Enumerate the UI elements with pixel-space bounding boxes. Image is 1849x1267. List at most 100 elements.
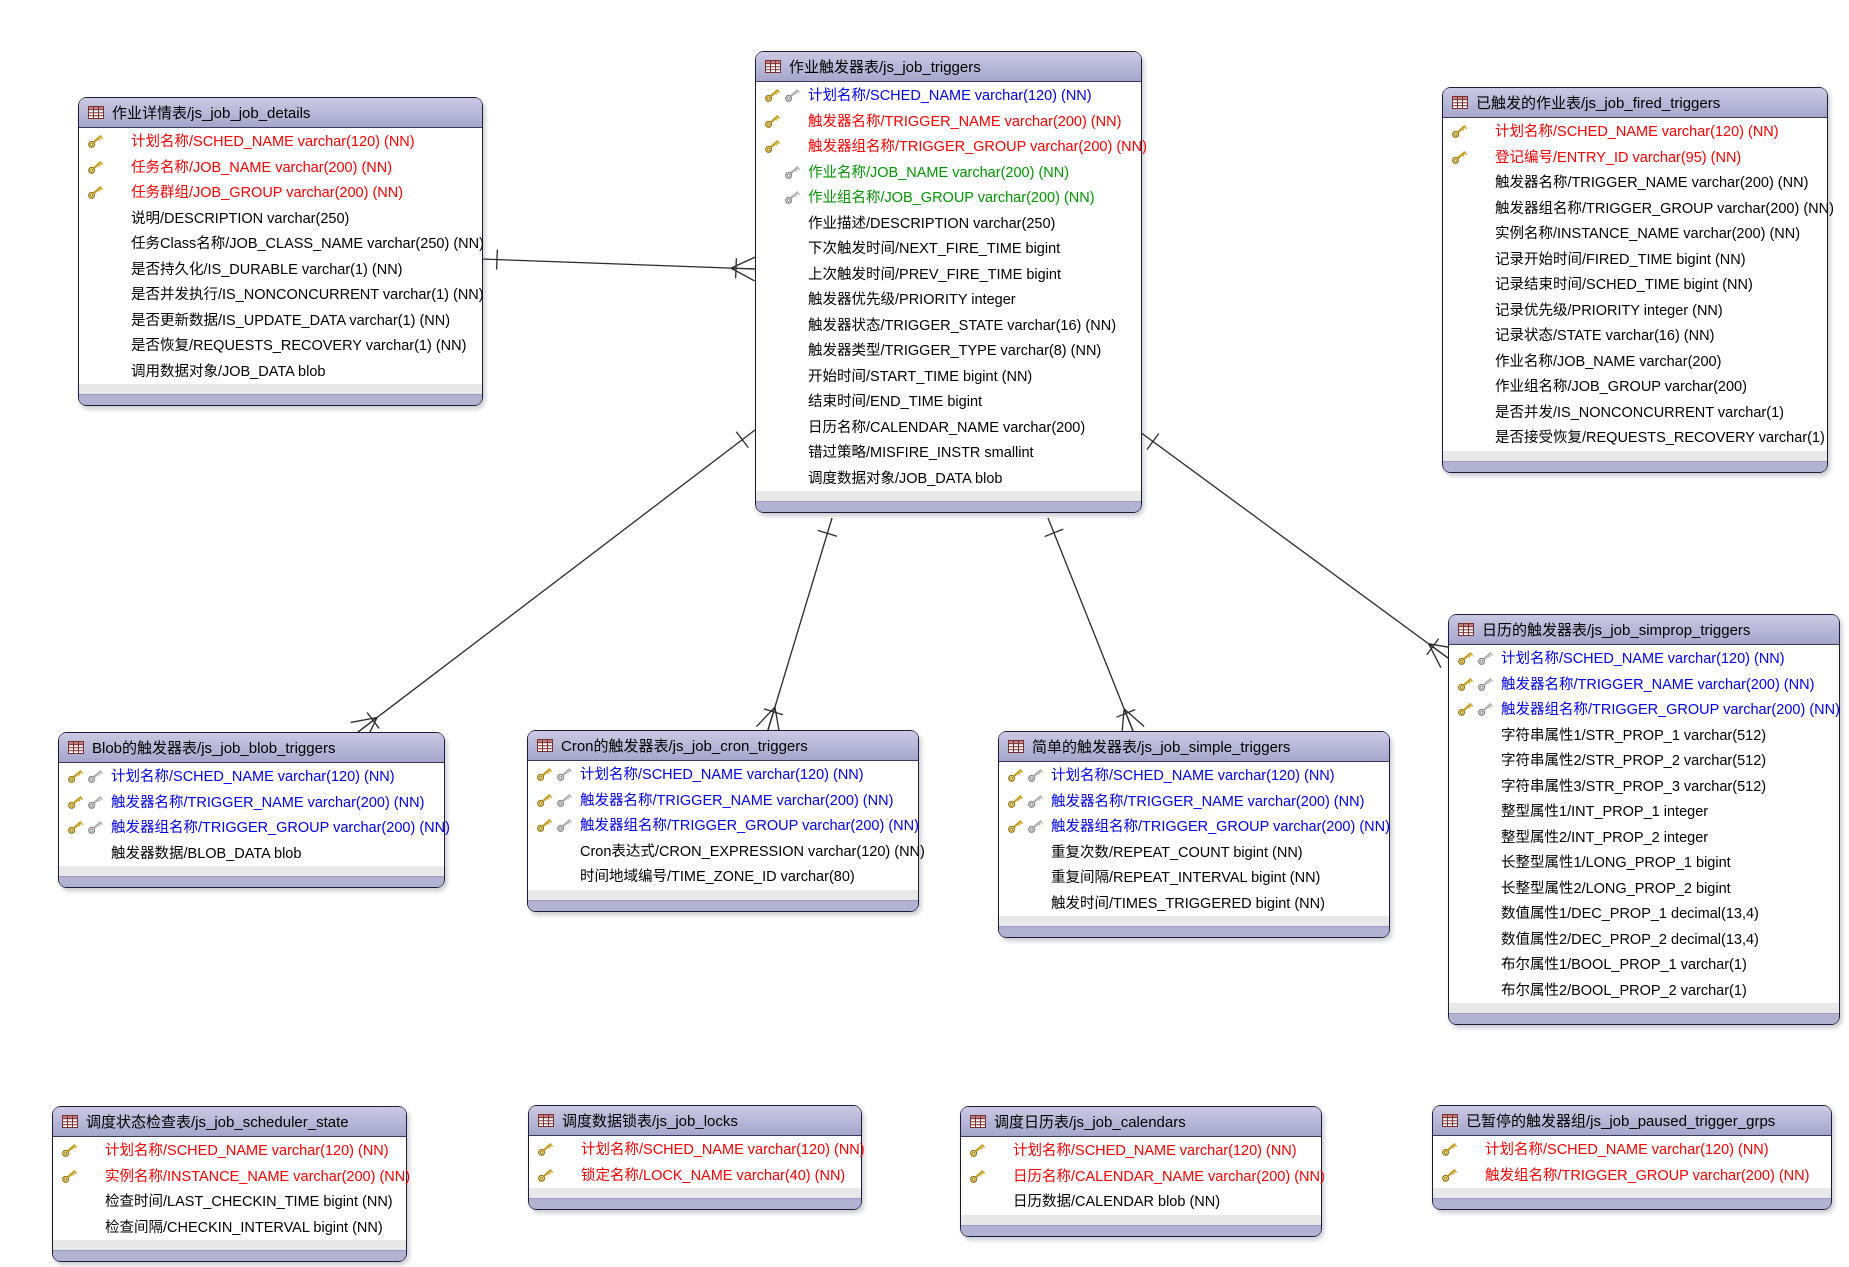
table-field-row[interactable]: 作业组名称/JOB_GROUP varchar(200) (NN) [756, 185, 1141, 211]
table-field-row[interactable]: 触发器优先级/PRIORITY integer [756, 287, 1141, 313]
table-field-row[interactable]: 触发器组名称/TRIGGER_GROUP varchar(200) (NN) [528, 813, 919, 839]
table-field-row[interactable]: 计划名称/SCHED_NAME varchar(120) (NN) [53, 1138, 406, 1164]
table-field-row[interactable]: 是否并发/IS_NONCONCURRENT varchar(1) [1443, 400, 1827, 426]
table-header-js_job_locks[interactable]: 调度数据锁表/js_job_locks [529, 1106, 861, 1136]
table-field-row[interactable]: 日历名称/CALENDAR_NAME varchar(200) (NN) [961, 1164, 1325, 1190]
table-field-row[interactable]: 任务名称/JOB_NAME varchar(200) (NN) [79, 155, 482, 181]
table-field-row[interactable]: 计划名称/SCHED_NAME varchar(120) (NN) [1433, 1137, 1831, 1163]
table-field-row[interactable]: 触发器名称/TRIGGER_NAME varchar(200) (NN) [999, 789, 1389, 815]
table-field-row[interactable]: 触发时间/TIMES_TRIGGERED bigint (NN) [999, 891, 1389, 917]
relationship-line-js_job_job_details-to-js_job_triggers[interactable] [480, 249, 756, 282]
table-field-row[interactable]: 时间地域编号/TIME_ZONE_ID varchar(80) [528, 864, 918, 890]
table-header-js_job_scheduler_state[interactable]: 调度状态检查表/js_job_scheduler_state [53, 1107, 406, 1137]
table-field-row[interactable]: 整型属性2/INT_PROP_2 integer [1449, 825, 1839, 851]
table-header-js_job_calendars[interactable]: 调度日历表/js_job_calendars [961, 1107, 1321, 1137]
table-field-row[interactable]: 触发器名称/TRIGGER_NAME varchar(200) (NN) [59, 790, 444, 816]
table-field-row[interactable]: 实例名称/INSTANCE_NAME varchar(200) (NN) [53, 1164, 410, 1190]
table-field-row[interactable]: 布尔属性2/BOOL_PROP_2 varchar(1) [1449, 978, 1839, 1004]
table-field-row[interactable]: 触发器组名称/TRIGGER_GROUP varchar(200) (NN) [999, 814, 1390, 840]
table-field-row[interactable]: 触发器组名称/TRIGGER_GROUP varchar(200) (NN) [1443, 196, 1834, 222]
table-field-row[interactable]: 上次触发时间/PREV_FIRE_TIME bigint [756, 262, 1141, 288]
table-field-row[interactable]: 是否更新数据/IS_UPDATE_DATA varchar(1) (NN) [79, 308, 482, 334]
table-field-row[interactable]: 是否接受恢复/REQUESTS_RECOVERY varchar(1) [1443, 425, 1827, 451]
table-field-row[interactable]: 是否并发执行/IS_NONCONCURRENT varchar(1) (NN) [79, 282, 484, 308]
table-field-row[interactable]: 数值属性2/DEC_PROP_2 decimal(13,4) [1449, 927, 1839, 953]
table-field-row[interactable]: 触发器组名称/TRIGGER_GROUP varchar(200) (NN) [756, 134, 1147, 160]
table-header-js_job_simprop_triggers[interactable]: 日历的触发器表/js_job_simprop_triggers [1449, 615, 1839, 645]
table-field-row[interactable]: 触发组名称/TRIGGER_GROUP varchar(200) (NN) [1433, 1163, 1831, 1189]
table-field-row[interactable]: 实例名称/INSTANCE_NAME varchar(200) (NN) [1443, 221, 1827, 247]
table-field-row[interactable]: 触发器名称/TRIGGER_NAME varchar(200) (NN) [528, 788, 918, 814]
table-field-row[interactable]: 计划名称/SCHED_NAME varchar(120) (NN) [999, 763, 1389, 789]
table-header-js_job_triggers[interactable]: 作业触发器表/js_job_triggers [756, 52, 1141, 82]
table-field-row[interactable]: 结束时间/END_TIME bigint [756, 389, 1141, 415]
table-field-row[interactable]: 记录状态/STATE varchar(16) (NN) [1443, 323, 1827, 349]
table-field-row[interactable]: 计划名称/SCHED_NAME varchar(120) (NN) [528, 762, 918, 788]
table-field-row[interactable]: 记录结束时间/SCHED_TIME bigint (NN) [1443, 272, 1827, 298]
table-field-row[interactable]: 作业描述/DESCRIPTION varchar(250) [756, 211, 1141, 237]
table-field-row[interactable]: 检查时间/LAST_CHECKIN_TIME bigint (NN) [53, 1189, 406, 1215]
table-field-row[interactable]: 触发器名称/TRIGGER_NAME varchar(200) (NN) [1449, 672, 1839, 698]
relationship-line-js_job_triggers-to-js_job_simple_triggers[interactable] [1044, 517, 1145, 736]
table-field-row[interactable]: 布尔属性1/BOOL_PROP_1 varchar(1) [1449, 952, 1839, 978]
table-field-row[interactable]: 触发器名称/TRIGGER_NAME varchar(200) (NN) [756, 109, 1141, 135]
table-field-row[interactable]: 触发器类型/TRIGGER_TYPE varchar(8) (NN) [756, 338, 1141, 364]
table-field-row[interactable]: 是否恢复/REQUESTS_RECOVERY varchar(1) (NN) [79, 333, 482, 359]
table-field-row[interactable]: 登记编号/ENTRY_ID varchar(95) (NN) [1443, 145, 1827, 171]
table-field-row[interactable]: 触发器组名称/TRIGGER_GROUP varchar(200) (NN) [59, 815, 450, 841]
table-field-row[interactable]: 触发器数据/BLOB_DATA blob [59, 841, 444, 867]
table-header-js_job_blob_triggers[interactable]: Blob的触发器表/js_job_blob_triggers [59, 733, 444, 763]
table-field-row[interactable]: 数值属性1/DEC_PROP_1 decimal(13,4) [1449, 901, 1839, 927]
table-field-row[interactable]: 作业组名称/JOB_GROUP varchar(200) [1443, 374, 1827, 400]
table-field-row[interactable]: 记录开始时间/FIRED_TIME bigint (NN) [1443, 247, 1827, 273]
relationship-line-js_job_triggers-to-js_job_cron_triggers[interactable] [756, 517, 838, 734]
table-field-row[interactable]: 下次触发时间/NEXT_FIRE_TIME bigint [756, 236, 1141, 262]
table-field-row[interactable]: 作业名称/JOB_NAME varchar(200) [1443, 349, 1827, 375]
table-field-row[interactable]: 说明/DESCRIPTION varchar(250) [79, 206, 482, 232]
table-header-js_job_paused_trigger_grps[interactable]: 已暂停的触发器组/js_job_paused_trigger_grps [1433, 1106, 1831, 1136]
table-field-row[interactable]: 调用数据对象/JOB_DATA blob [79, 359, 482, 385]
table-field-row[interactable]: 重复次数/REPEAT_COUNT bigint (NN) [999, 840, 1389, 866]
relationship-line-js_job_triggers-to-js_job_simprop_triggers[interactable] [1139, 431, 1456, 668]
table-field-row[interactable]: 记录优先级/PRIORITY integer (NN) [1443, 298, 1827, 324]
table-field-row[interactable]: 计划名称/SCHED_NAME varchar(120) (NN) [59, 764, 444, 790]
table-field-row[interactable]: 触发器组名称/TRIGGER_GROUP varchar(200) (NN) [1449, 697, 1840, 723]
table-field-row[interactable]: 日历名称/CALENDAR_NAME varchar(200) [756, 415, 1141, 441]
table-field-row[interactable]: Cron表达式/CRON_EXPRESSION varchar(120) (NN… [528, 839, 925, 865]
table-field-row[interactable]: 整型属性1/INT_PROP_1 integer [1449, 799, 1839, 825]
table-field-row[interactable]: 任务Class名称/JOB_CLASS_NAME varchar(250) (N… [79, 231, 484, 257]
table-field-row[interactable]: 字符串属性3/STR_PROP_3 varchar(512) [1449, 774, 1839, 800]
table-field-row[interactable]: 锁定名称/LOCK_NAME varchar(40) (NN) [529, 1163, 861, 1189]
table-header-js_job_cron_triggers[interactable]: Cron的触发器表/js_job_cron_triggers [528, 731, 918, 761]
table-field-row[interactable]: 错过策略/MISFIRE_INSTR smallint [756, 440, 1141, 466]
relationship-line-js_job_triggers-to-js_job_blob_triggers[interactable] [350, 429, 756, 742]
table-header-js_job_fired_triggers[interactable]: 已触发的作业表/js_job_fired_triggers [1443, 88, 1827, 118]
table-field-row[interactable]: 计划名称/SCHED_NAME varchar(120) (NN) [961, 1138, 1321, 1164]
table-field-row[interactable]: 日历数据/CALENDAR blob (NN) [961, 1189, 1321, 1215]
table-field-row[interactable]: 字符串属性2/STR_PROP_2 varchar(512) [1449, 748, 1839, 774]
table-field-row[interactable]: 检查间隔/CHECKIN_INTERVAL bigint (NN) [53, 1215, 406, 1241]
table-field-row[interactable]: 开始时间/START_TIME bigint (NN) [756, 364, 1141, 390]
table-field-row[interactable]: 长整型属性2/LONG_PROP_2 bigint [1449, 876, 1839, 902]
table-field-row[interactable]: 重复间隔/REPEAT_INTERVAL bigint (NN) [999, 865, 1389, 891]
table-field-row[interactable]: 调度数据对象/JOB_DATA blob [756, 466, 1141, 492]
table-field-row[interactable]: 是否持久化/IS_DURABLE varchar(1) (NN) [79, 257, 482, 283]
table-header-js_job_simple_triggers[interactable]: 简单的触发器表/js_job_simple_triggers [999, 732, 1389, 762]
table-field-row[interactable]: 计划名称/SCHED_NAME varchar(120) (NN) [79, 129, 482, 155]
table-field-row[interactable]: 字符串属性1/STR_PROP_1 varchar(512) [1449, 723, 1839, 749]
table-field-row[interactable]: 计划名称/SCHED_NAME varchar(120) (NN) [529, 1137, 865, 1163]
table-field-row[interactable]: 触发器状态/TRIGGER_STATE varchar(16) (NN) [756, 313, 1141, 339]
table-field-row[interactable]: 任务群组/JOB_GROUP varchar(200) (NN) [79, 180, 482, 206]
table-field-row[interactable]: 计划名称/SCHED_NAME varchar(120) (NN) [756, 83, 1141, 109]
